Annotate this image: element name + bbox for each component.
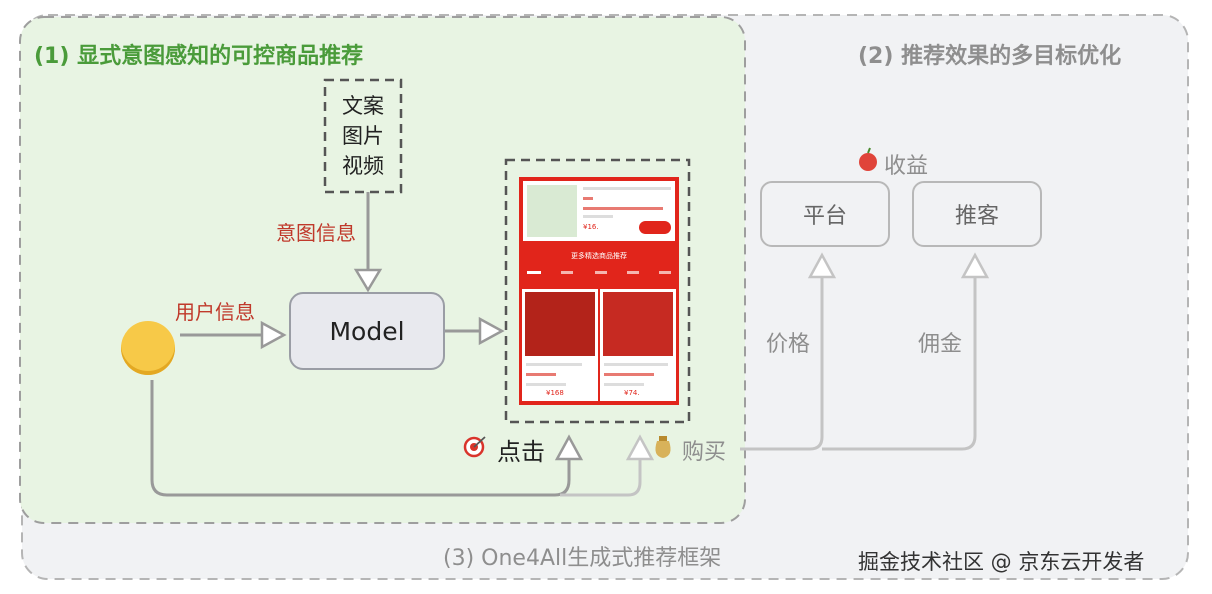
product-image-2 bbox=[603, 292, 673, 356]
money-bag-icon bbox=[655, 436, 671, 458]
price-label: 价格 bbox=[766, 332, 811, 357]
purchase-loop bbox=[560, 458, 642, 497]
recommend-banner: 更多精选商品推荐 bbox=[571, 252, 627, 260]
target-icon bbox=[463, 436, 486, 458]
platform-box: 平台 bbox=[760, 181, 890, 247]
click-label: 点击 bbox=[497, 438, 545, 466]
recommendation-screenshot: ¥16. 更多精选商品推荐 ¥168 ¥74. bbox=[519, 177, 679, 405]
product-card-2: ¥74. bbox=[600, 289, 676, 401]
watermark: 掘金技术社区 @ 京东云开发者 bbox=[858, 550, 1145, 574]
price-1: ¥16. bbox=[583, 223, 599, 231]
content-box-border bbox=[323, 78, 403, 194]
content-video: 视频 bbox=[342, 154, 384, 178]
intent-info-label: 意图信息 bbox=[276, 221, 356, 245]
commission-label: 佣金 bbox=[918, 332, 963, 357]
commission-arrow bbox=[822, 276, 977, 451]
section1-title: (1) 显式意图感知的可控商品推荐 bbox=[34, 44, 364, 69]
promoter-box: 推客 bbox=[912, 181, 1042, 247]
price-arrow bbox=[740, 276, 824, 451]
revenue-label: 收益 bbox=[884, 154, 929, 179]
category-tabs bbox=[519, 267, 679, 281]
buy-button bbox=[639, 221, 671, 234]
content-modalities: 文案 图片 视频 bbox=[325, 80, 401, 192]
section3-title: (3) One4All生成式推荐框架 bbox=[443, 546, 722, 571]
model-box: Model bbox=[289, 292, 445, 370]
click-loop bbox=[150, 380, 571, 497]
smiley-face-icon bbox=[121, 321, 175, 375]
purchase-label: 购买 bbox=[682, 440, 727, 465]
product-image-1 bbox=[525, 292, 595, 356]
phone-frame-border bbox=[504, 158, 691, 424]
promoter-label: 推客 bbox=[954, 204, 999, 229]
section2-title: (2) 推荐效果的多目标优化 bbox=[858, 44, 1122, 69]
model-label: Model bbox=[329, 316, 405, 346]
top-product-card: ¥16. bbox=[523, 181, 675, 241]
content-text: 文案 bbox=[342, 94, 384, 118]
platform-label: 平台 bbox=[802, 204, 847, 229]
content-image: 图片 bbox=[342, 124, 384, 148]
price-2: ¥168 bbox=[546, 389, 564, 397]
user-info-label: 用户信息 bbox=[175, 300, 255, 324]
product-image bbox=[527, 185, 577, 237]
price-3: ¥74. bbox=[624, 389, 640, 397]
product-card-1: ¥168 bbox=[522, 289, 598, 401]
apple-icon bbox=[859, 147, 877, 171]
